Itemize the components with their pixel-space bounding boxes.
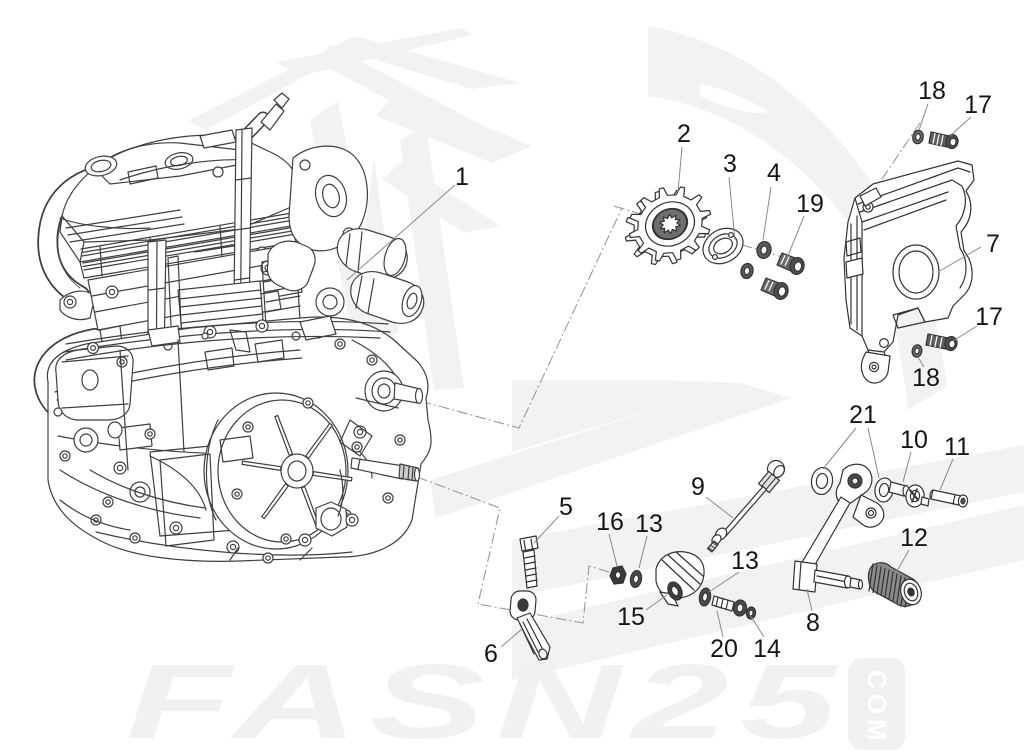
svg-text:18: 18 <box>912 364 940 392</box>
svg-text:14: 14 <box>753 635 781 663</box>
svg-text:2: 2 <box>677 120 691 148</box>
svg-text:18: 18 <box>918 77 946 105</box>
svg-text:10: 10 <box>900 426 928 454</box>
svg-text:1: 1 <box>455 163 469 191</box>
svg-text:7: 7 <box>986 230 1000 258</box>
svg-text:4: 4 <box>767 159 781 187</box>
svg-text:16: 16 <box>596 508 624 536</box>
svg-text:13: 13 <box>635 510 663 538</box>
svg-text:13: 13 <box>731 547 759 575</box>
svg-text:9: 9 <box>691 473 705 501</box>
svg-text:17: 17 <box>964 91 992 119</box>
svg-text:5: 5 <box>559 493 573 521</box>
svg-text:21: 21 <box>849 401 877 429</box>
svg-text:20: 20 <box>710 635 738 663</box>
svg-text:11: 11 <box>944 433 970 461</box>
svg-text:3: 3 <box>723 150 737 178</box>
svg-text:COM: COM <box>862 670 892 746</box>
svg-text:6: 6 <box>484 640 498 668</box>
svg-text:8: 8 <box>806 609 820 637</box>
svg-text:12: 12 <box>900 524 928 552</box>
svg-text:19: 19 <box>796 190 824 218</box>
svg-text:15: 15 <box>617 603 645 631</box>
svg-text:17: 17 <box>975 303 1003 331</box>
svg-text:FASN25: FASN25 <box>126 643 847 755</box>
